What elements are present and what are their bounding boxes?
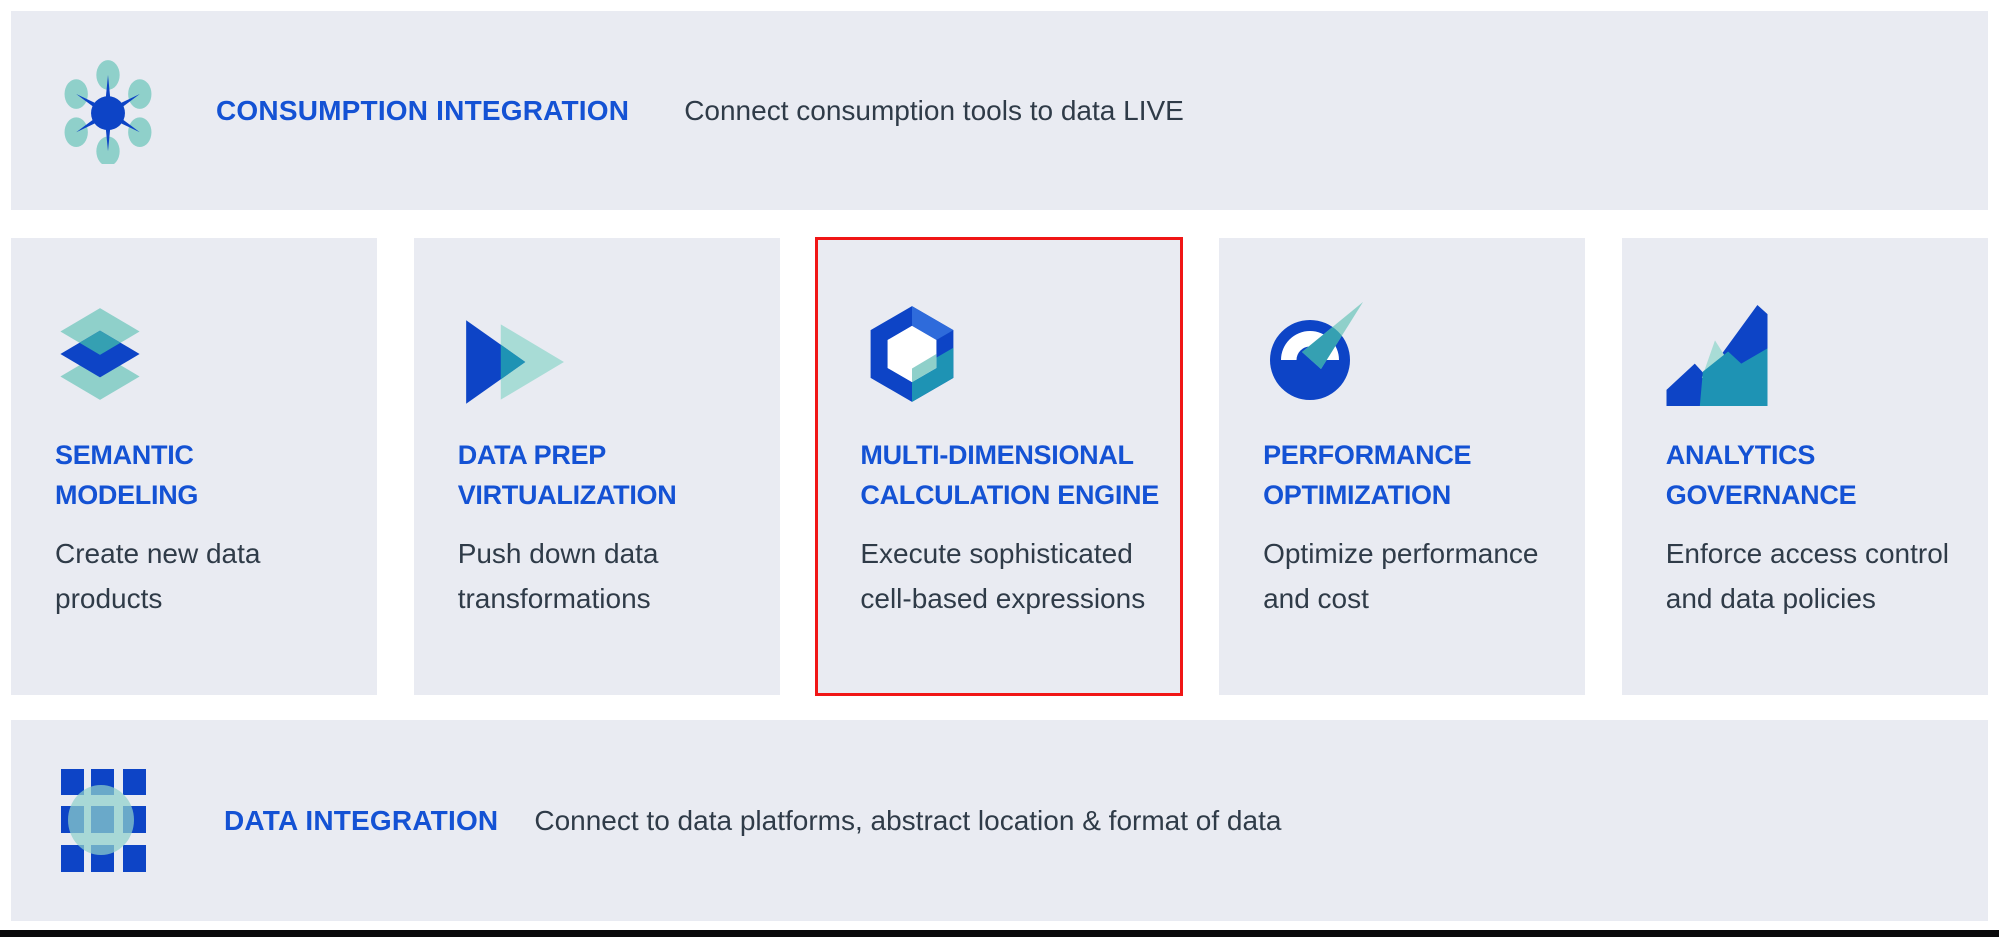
grid-icon — [61, 769, 146, 872]
layers-icon — [55, 293, 365, 406]
bottom-black-bar — [0, 930, 1999, 937]
molecule-icon — [55, 58, 161, 164]
fast-forward-icon — [458, 293, 768, 406]
consumption-integration-banner: CONSUMPTION INTEGRATION Connect consumpt… — [11, 11, 1988, 210]
consumption-integration-title: CONSUMPTION INTEGRATION — [216, 94, 630, 126]
gauge-icon — [1263, 293, 1573, 406]
data-integration-subtitle: Connect to data platforms, abstract loca… — [534, 804, 1282, 836]
data-integration-title: DATA INTEGRATION — [224, 804, 499, 836]
consumption-integration-subtitle: Connect consumption tools to data LIVE — [684, 94, 1184, 126]
cube-icon — [860, 293, 1170, 406]
data-integration-banner: DATA INTEGRATION Connect to data platfor… — [11, 720, 1988, 921]
area-chart-icon — [1666, 293, 1976, 406]
